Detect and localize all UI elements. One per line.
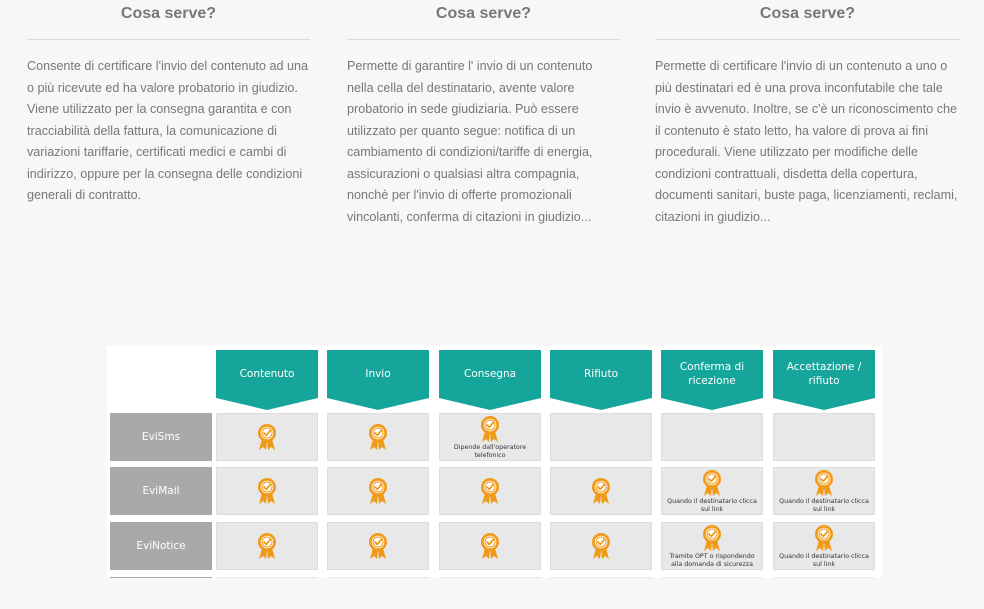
table-cell xyxy=(661,413,763,461)
feature-column-2: Cosa serve? Permette di garantire l' inv… xyxy=(347,0,620,228)
table-row-partial xyxy=(661,577,763,578)
feature-column-3: Cosa serve? Permette di certificare l'in… xyxy=(655,0,960,228)
table-cell xyxy=(327,522,429,570)
column-title: Cosa serve? xyxy=(347,0,620,40)
column-header: Invio xyxy=(327,350,429,410)
cell-note: Dipende dall'operatore telefonico xyxy=(453,444,527,459)
award-check-icon xyxy=(592,533,610,559)
table-cell: Quando il destinatario clicca sul link xyxy=(661,467,763,515)
award-check-icon xyxy=(703,470,721,496)
award-check-icon xyxy=(369,533,387,559)
table-row-partial xyxy=(216,577,318,578)
table-cell xyxy=(550,413,652,461)
column-description: Consente di certificare l'invio del cont… xyxy=(27,59,309,202)
table-cell xyxy=(550,467,652,515)
table-row-partial xyxy=(110,577,212,578)
table-cell xyxy=(773,413,875,461)
column-header: Rifiuto xyxy=(550,350,652,410)
award-check-icon xyxy=(592,478,610,504)
column-title: Cosa serve? xyxy=(655,0,960,40)
column-title: Cosa serve? xyxy=(27,0,310,40)
award-check-icon xyxy=(481,478,499,504)
table-row-partial xyxy=(439,577,541,578)
award-check-icon xyxy=(369,424,387,450)
award-check-icon xyxy=(258,424,276,450)
cell-note: Quando il destinatario clicca sul link xyxy=(667,498,757,513)
table-cell xyxy=(439,467,541,515)
table-cell xyxy=(216,522,318,570)
column-header: Accettazione / rifiuto xyxy=(773,350,875,410)
table-cell xyxy=(216,467,318,515)
award-check-icon xyxy=(481,533,499,559)
column-description: Permette di certificare l'invio di un co… xyxy=(655,59,958,224)
column-header: Consegna xyxy=(439,350,541,410)
award-check-icon xyxy=(258,533,276,559)
table-cell: Tramite OPT o rispondendo alla domanda d… xyxy=(661,522,763,570)
cell-note: Quando il destinatario clicca sul link xyxy=(779,553,869,568)
column-header: Contenuto xyxy=(216,350,318,410)
column-header: Conferma di ricezione xyxy=(661,350,763,410)
award-check-icon xyxy=(703,525,721,551)
table-cell xyxy=(216,413,318,461)
cell-note: Tramite OPT o rispondendo alla domanda d… xyxy=(669,553,755,568)
table-cell xyxy=(327,413,429,461)
cell-note: Quando il destinatario clicca sul link xyxy=(779,498,869,513)
table-row-partial xyxy=(550,577,652,578)
row-label: EviSms xyxy=(110,413,212,461)
feature-column-1: Cosa serve? Consente di certificare l'in… xyxy=(27,0,310,207)
table-row-partial xyxy=(773,577,875,578)
table-cell: Dipende dall'operatore telefonico xyxy=(439,413,541,461)
table-cell: Quando il destinatario clicca sul link xyxy=(773,522,875,570)
column-description: Permette di garantire l' invio di un con… xyxy=(347,59,593,224)
award-check-icon xyxy=(815,525,833,551)
row-label: EviMail xyxy=(110,467,212,515)
award-check-icon xyxy=(481,416,499,442)
table-cell xyxy=(550,522,652,570)
award-check-icon xyxy=(258,478,276,504)
award-check-icon xyxy=(369,478,387,504)
row-label: EviNotice xyxy=(110,522,212,570)
table-cell xyxy=(327,467,429,515)
table-cell xyxy=(439,522,541,570)
award-check-icon xyxy=(815,470,833,496)
table-row-partial xyxy=(327,577,429,578)
table-cell: Quando il destinatario clicca sul link xyxy=(773,467,875,515)
